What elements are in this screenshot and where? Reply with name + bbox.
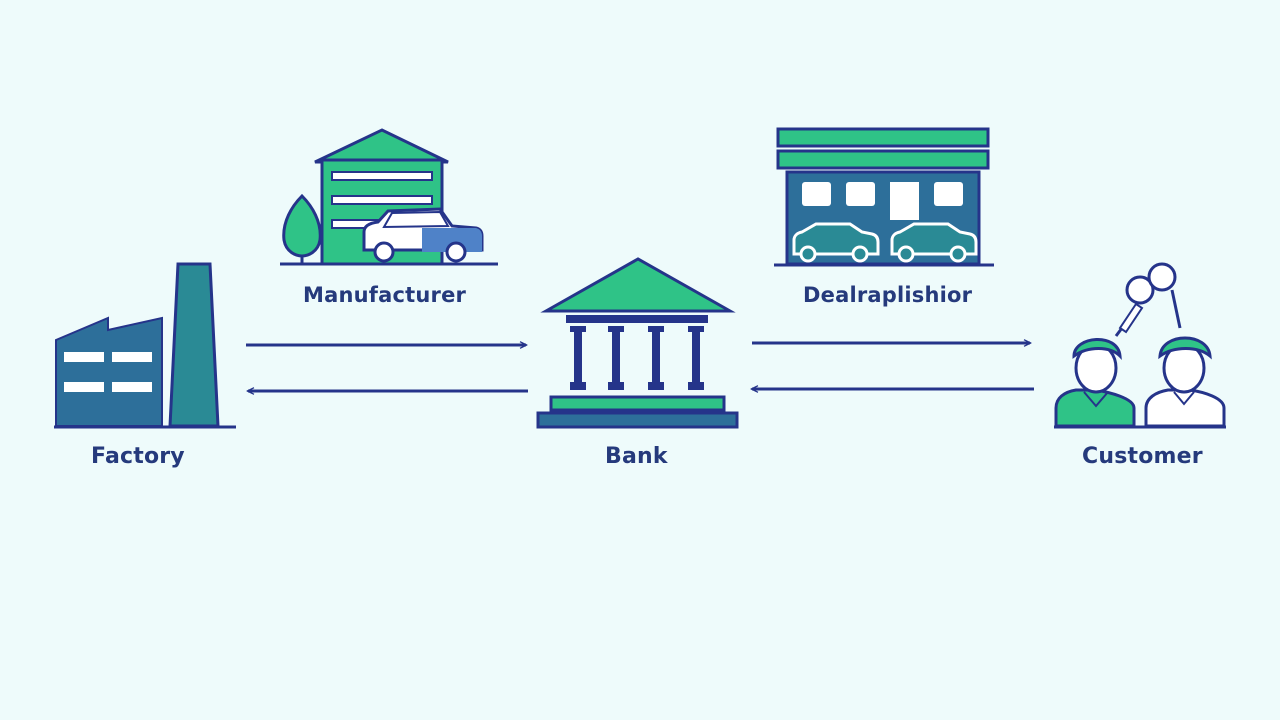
- warehouse-with-car-icon: [280, 128, 498, 266]
- customer-label: Customer: [1082, 444, 1203, 469]
- factory-label: Factory: [91, 444, 185, 469]
- dealership-storefront-icon: [774, 127, 994, 267]
- manufacturer-label: Manufacturer: [303, 283, 467, 307]
- bank-building-icon: [536, 257, 739, 429]
- bank-label: Bank: [605, 444, 668, 469]
- dealership-label: Dealraplishior: [803, 283, 973, 307]
- factory-icon: [54, 262, 236, 429]
- customers-with-keys-icon: [1054, 262, 1226, 429]
